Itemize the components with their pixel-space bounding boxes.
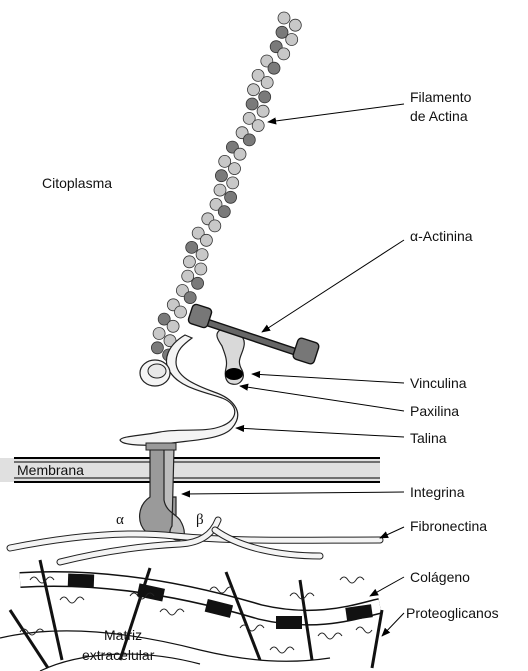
actin-subunit — [214, 184, 226, 196]
actin-subunit — [257, 105, 269, 117]
alpha-actinin — [187, 303, 319, 364]
label-filamento-line1: Filamento — [410, 89, 472, 105]
actin-subunit — [268, 62, 280, 74]
collagen-block — [276, 616, 302, 629]
label-colageno: Colágeno — [410, 569, 470, 585]
pointer-talina — [236, 428, 404, 437]
actin-filament — [151, 12, 301, 361]
pointer-paxilina — [240, 386, 404, 411]
actin-subunit — [278, 48, 290, 60]
pointer-actinina — [262, 240, 404, 332]
pointer-fibronectina — [380, 527, 404, 538]
label-membrana: Membrana — [17, 462, 84, 478]
actin-subunit — [261, 77, 273, 89]
pointer-colageno — [370, 577, 404, 596]
actin-subunit — [200, 234, 212, 246]
label-alpha: α — [116, 512, 124, 528]
actin-subunit — [184, 292, 196, 304]
actin-subunit — [218, 206, 230, 218]
actin-subunit — [175, 306, 187, 318]
actin-subunit — [192, 277, 204, 289]
actin-subunit — [278, 12, 290, 24]
actin-subunit — [229, 163, 241, 175]
label-actinina: α-Actinina — [410, 228, 473, 244]
actin-subunit — [183, 256, 195, 268]
label-proteoglicanos: Proteoglicanos — [406, 605, 499, 621]
actin-subunit — [167, 320, 179, 332]
label-beta: β — [196, 512, 204, 528]
actin-subunit — [209, 220, 221, 232]
actin-subunit — [186, 241, 198, 253]
label-talina: Talina — [410, 430, 447, 446]
collagen — [0, 574, 380, 671]
actin-subunit — [246, 98, 258, 110]
pointer-filamento — [268, 104, 404, 122]
actin-subunit — [225, 191, 237, 203]
label-integrina: Integrina — [410, 484, 465, 500]
label-citoplasma: Citoplasma — [42, 175, 112, 191]
actin-subunit — [215, 170, 227, 182]
actin-subunit — [195, 263, 207, 275]
label-filamento-line2: de Actina — [410, 108, 468, 124]
talin — [120, 335, 238, 445]
fibronectin — [10, 520, 380, 562]
pointer-integrina — [182, 492, 404, 494]
actin-subunit — [196, 249, 208, 261]
label-fibronectina: Fibronectina — [410, 518, 487, 534]
actin-subunit — [243, 134, 255, 146]
actin-subunit — [153, 328, 165, 340]
actin-subunit — [259, 91, 271, 103]
actin-subunit — [234, 148, 246, 160]
label-matriz-line1: Matriz — [104, 627, 142, 643]
label-matriz-line2: extracelular — [82, 647, 155, 663]
pointer-proteoglicanos — [382, 613, 404, 636]
actin-subunit — [151, 342, 163, 354]
actin-subunit — [252, 120, 264, 132]
paxillin — [225, 368, 243, 380]
pointer-vinculina — [252, 374, 404, 383]
collagen-block — [68, 574, 94, 588]
actin-subunit — [248, 84, 260, 96]
label-vinculina: Vinculina — [410, 375, 467, 391]
label-paxilina: Paxilina — [410, 403, 459, 419]
actin-subunit — [227, 177, 239, 189]
actin-subunit — [289, 19, 301, 31]
actin-subunit — [286, 34, 298, 46]
actin-subunit — [182, 270, 194, 282]
